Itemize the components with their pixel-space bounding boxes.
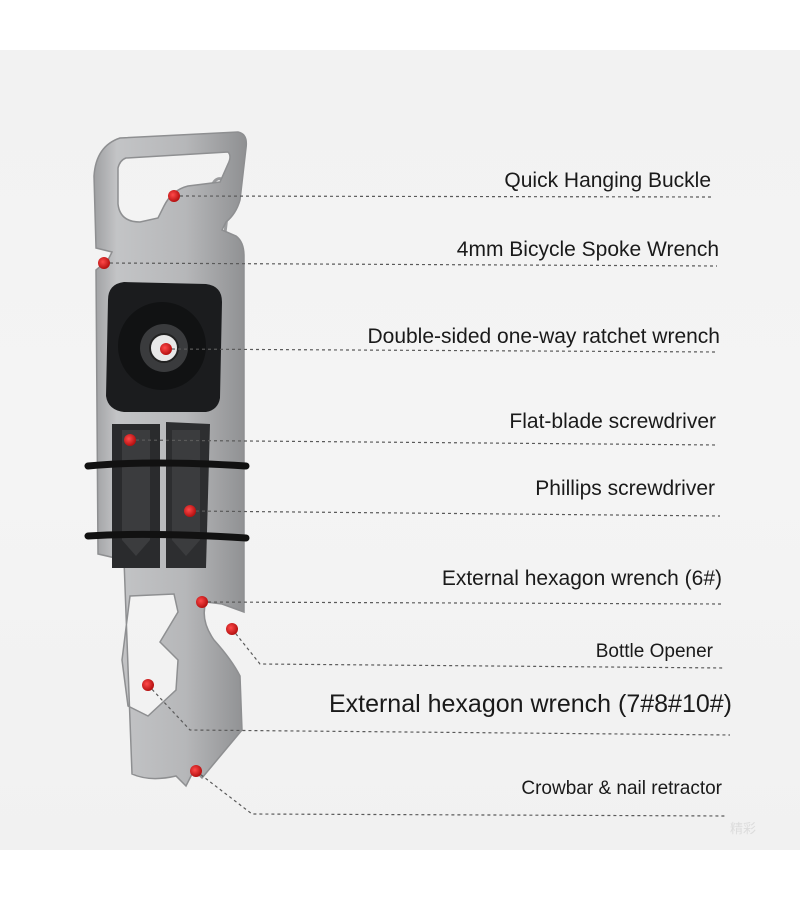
label-ratchet-wrench: Double-sided one-way ratchet wrench xyxy=(367,325,720,348)
leader-bicycle-spoke-wrench xyxy=(103,262,718,267)
leader-lines xyxy=(103,195,731,817)
red-dot-icon xyxy=(160,343,172,355)
markers xyxy=(98,190,238,777)
watermark: 精彩 xyxy=(730,821,757,836)
red-dot-icon xyxy=(124,434,136,446)
leader-ratchet-wrench xyxy=(165,348,719,353)
label-bicycle-spoke-wrench: 4mm Bicycle Spoke Wrench xyxy=(456,238,719,261)
leader-bottle-opener xyxy=(231,628,725,669)
label-bottle-opener: Bottle Opener xyxy=(595,641,713,662)
leader-phillips-screwdriver xyxy=(189,510,721,517)
red-dot-icon xyxy=(184,505,196,517)
red-dot-icon xyxy=(142,679,154,691)
label-flat-blade-screwdriver: Flat-blade screwdriver xyxy=(509,410,716,433)
screwdriver-bits xyxy=(84,422,250,568)
leader-flat-blade-screwdriver xyxy=(129,439,719,446)
label-phillips-screwdriver: Phillips screwdriver xyxy=(535,477,715,500)
red-dot-icon xyxy=(196,596,208,608)
leader-quick-hanging-buckle xyxy=(173,195,713,198)
label-quick-hanging-buckle: Quick Hanging Buckle xyxy=(504,169,711,192)
label-hex-wrench-7-8-10: External hexagon wrench (7#8#10#) xyxy=(328,690,732,718)
red-dot-icon xyxy=(226,623,238,635)
red-dot-icon xyxy=(98,257,110,269)
label-crowbar-nail-retractor: Crowbar & nail retractor xyxy=(521,778,722,799)
label-hex-wrench-6: External hexagon wrench (6#) xyxy=(441,567,722,590)
leader-crowbar-nail-retractor xyxy=(195,770,727,817)
leader-hex-wrench-7-8-10 xyxy=(147,684,731,736)
red-dot-icon xyxy=(168,190,180,202)
red-dot-icon xyxy=(190,765,202,777)
leader-hex-wrench-6 xyxy=(201,601,723,605)
